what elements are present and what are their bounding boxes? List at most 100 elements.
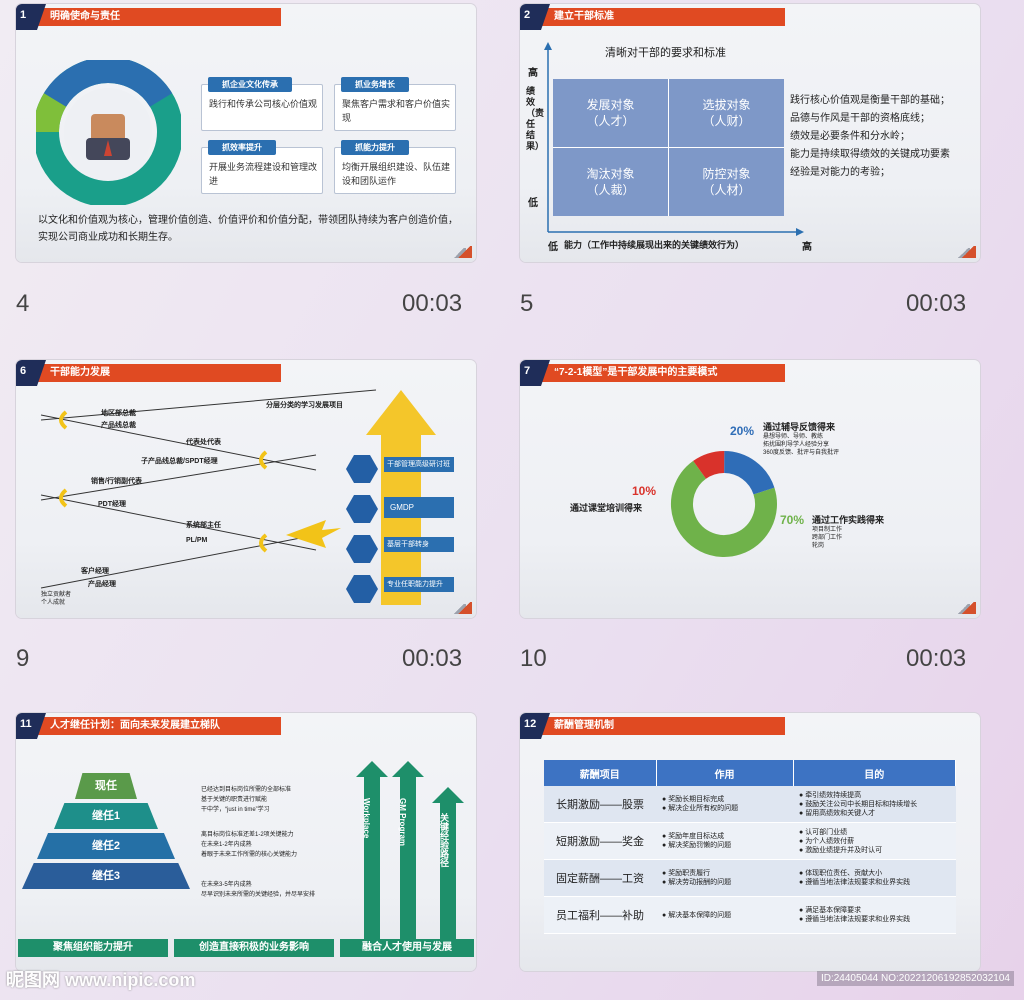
axes: [544, 42, 804, 236]
quadrant-eliminate: 淘汰对象 （人裁）: [553, 148, 669, 216]
arrow-label: 干部管理高级研讨班: [384, 457, 454, 472]
quadrant-label: 选拔对象: [702, 98, 751, 112]
slide-index-label: 10: [520, 645, 547, 672]
matrix-heading: 清晰对干部的要求和标准: [605, 47, 726, 59]
arrow-label: GMDP: [384, 497, 454, 518]
path-label: 独立贡献者: [41, 592, 72, 598]
quadrant-label: 发展对象: [586, 98, 635, 112]
desc: 基于关键的职责进行赋能: [201, 797, 268, 803]
desc: 干中学，“just in time”学习: [201, 807, 270, 813]
arrow-label: 关键经验路径: [439, 813, 449, 867]
task-text: 开展业务流程建设和管理改进: [209, 162, 318, 186]
path-label: 分层分类的学习发展项目: [266, 402, 343, 409]
path-label: 代表处代表: [186, 439, 221, 446]
legend-10: 通过课堂培训得来: [570, 503, 643, 513]
watermark-id: ID:24405044 NO:20221206192852032104: [816, 971, 1014, 986]
slide-header: 6 干部能力发展: [16, 360, 281, 386]
cell-role: ● 奖励年度目标达成● 解决奖励罚懒的问题: [656, 822, 793, 860]
criteria-line: 能力是持续取得绩效的关键成功要素: [790, 149, 950, 160]
quadrant-control: 防控对象 （人材）: [669, 148, 784, 216]
arrow-item: 专业任职能力提升: [346, 575, 456, 605]
slide-thumbnail-9[interactable]: 6 干部能力发展 分层分类的学习发展项目 地区部总裁 产品线总裁 代表处代表 子…: [16, 360, 476, 618]
criteria-line: 品德与作风是干部的资格底线；: [790, 113, 930, 124]
y-axis-label: 绩效（责任结果）: [526, 86, 545, 151]
corner-deco: [456, 602, 472, 614]
y-axis-high: 高: [528, 68, 538, 79]
path-label: PDT经理: [98, 501, 126, 508]
slide-header: 12 薪酬管理机制: [520, 713, 785, 739]
slide-thumbnail-12[interactable]: 12 薪酬管理机制 薪酬项目 作用 目的 长期激励——股票 ● 奖励长期目标完成…: [520, 713, 980, 971]
slide-title: 干部能力发展: [50, 367, 110, 378]
cell-item: 长期激励——股票: [544, 786, 656, 823]
pyramid-level: 继任2: [37, 833, 175, 859]
quadrant-develop: 发展对象 （人才）: [553, 79, 669, 148]
slide-thumbnail-4[interactable]: 1 明确使命与责任 抓企业文化传承 践行和传承公司核心价值观 抓业务增长 聚焦客…: [16, 4, 476, 262]
pct-70: 70%: [780, 513, 805, 527]
criteria-line: 经验是对能力的考验；: [790, 167, 890, 178]
slide-title: 薪酬管理机制: [554, 720, 614, 731]
task-text: 聚焦客户需求和客户价值实现: [342, 99, 451, 123]
task-text: 均衡开展组织建设、队伍建设和团队运作: [342, 162, 451, 186]
slide-duration-label: 00:03: [402, 290, 463, 317]
task-tag: 抓能力提升: [341, 140, 409, 155]
legend-70: 通过工作实践得来: [812, 515, 885, 525]
slide-header: 7 “7-2-1模型”是干部发展中的主要模式: [520, 360, 785, 386]
slide-title: 建立干部标准: [554, 11, 614, 22]
slide-footer-text: 以文化和价值观为核心，管理价值创造、价值评价和价值分配，带领团队持续为客户创造价…: [38, 215, 458, 243]
path-label: PL/PM: [186, 537, 208, 544]
desc: 着眼于未来工作所需的核心关键能力: [201, 852, 298, 858]
arrow-item: GMDP: [346, 495, 456, 525]
bottom-banner: 创造直接积极的业务影响: [174, 939, 334, 957]
y-axis-low: 低: [528, 198, 538, 209]
slide-header: 1 明确使命与责任: [16, 4, 281, 30]
slide-thumbnail-10[interactable]: 7 “7-2-1模型”是干部发展中的主要模式 20% 通过辅导反馈得来 悬想导师…: [520, 360, 980, 618]
ring-diagram: [36, 60, 181, 205]
path-label: 地区部总裁: [101, 410, 136, 417]
hexagon-icon: [346, 455, 378, 483]
note: 360度反馈、批评与自我批评: [763, 450, 840, 456]
bottom-banner: 融合人才使用与发展: [340, 939, 474, 957]
arrow-label: 专业任职能力提升: [384, 577, 454, 592]
criteria-list: 践行核心价值观是衡量干部的基础； 品德与作风是干部的资格底线； 绩效是必要条件和…: [790, 92, 950, 182]
task-box-culture: 抓企业文化传承 践行和传承公司核心价值观: [201, 77, 323, 131]
slide-index-label: 5: [520, 290, 534, 317]
quadrant-label: 淘汰对象: [586, 167, 635, 181]
desc: 尽早识别未来所需的关键经验，并尽早安排: [201, 892, 316, 898]
task-box-business: 抓业务增长 聚焦客户需求和客户价值实现: [334, 77, 456, 131]
criteria-line: 践行核心价值观是衡量干部的基础；: [790, 95, 950, 106]
pyramid-level: 现任: [75, 773, 137, 799]
table-row: 短期激励——奖金 ● 奖励年度目标达成● 解决奖励罚懒的问题 ● 认可部门业绩●…: [544, 822, 956, 860]
hexagon-icon: [346, 495, 378, 523]
corner-deco: [456, 246, 472, 258]
slide-number: 11: [16, 713, 46, 739]
task-text: 践行和传承公司核心价值观: [209, 99, 318, 109]
slide-number: 2: [520, 4, 550, 30]
corner-deco: [960, 246, 976, 258]
desc: 已经达到目标岗位所需的全部标准: [201, 787, 292, 793]
slide-thumbnail-5[interactable]: 2 建立干部标准 清晰对干部的要求和标准 高 绩效（责任结果） 低 低 能力（工…: [520, 4, 980, 262]
table-header: 薪酬项目: [544, 760, 657, 786]
path-label: 系统部主任: [186, 522, 221, 529]
table-row: 员工福利——补助 ● 解决基本保障的问题 ● 满足基本保障要求● 遵循当地法律法…: [544, 896, 956, 934]
cell-item: 短期激励——奖金: [544, 822, 656, 860]
slide-header: 2 建立干部标准: [520, 4, 785, 30]
table-header: 目的: [793, 760, 956, 786]
task-tag: 抓业务增长: [341, 77, 409, 92]
slide-thumbnail-11[interactable]: 11 人才继任计划：面向未来发展建立梯队 现任 继任1 继任2 继任3 已经达到…: [16, 713, 476, 971]
pyramid: 现任 继任1 继任2 继任3: [16, 773, 196, 889]
hexagon-icon: [346, 535, 378, 563]
compensation-table: 薪酬项目 作用 目的 长期激励——股票 ● 奖励长期目标完成● 解决企业所有权的…: [544, 760, 956, 934]
quadrant-sub: （人才）: [586, 114, 635, 128]
slide-duration-label: 00:03: [906, 290, 967, 317]
quadrant-sub: （人财）: [702, 114, 751, 128]
slide-title: 明确使命与责任: [50, 11, 120, 22]
x-axis-low: 低: [548, 242, 558, 253]
path-label: 客户经理: [81, 568, 109, 575]
task-box-capability: 抓能力提升 均衡开展组织建设、队伍建设和团队运作: [334, 140, 456, 194]
slide-duration-label: 00:03: [906, 645, 967, 672]
arrow-stack: 干部管理高级研讨班 GMDP 基层干部转身 专业任职能力提升: [346, 455, 456, 605]
cell-role: ● 奖励长期目标完成● 解决企业所有权的问题: [656, 786, 793, 823]
task-tag: 抓效率提升: [208, 140, 276, 155]
path-label: 产品经理: [88, 581, 116, 588]
watermark-logo: 昵图网 www.nipic.com: [6, 970, 196, 990]
